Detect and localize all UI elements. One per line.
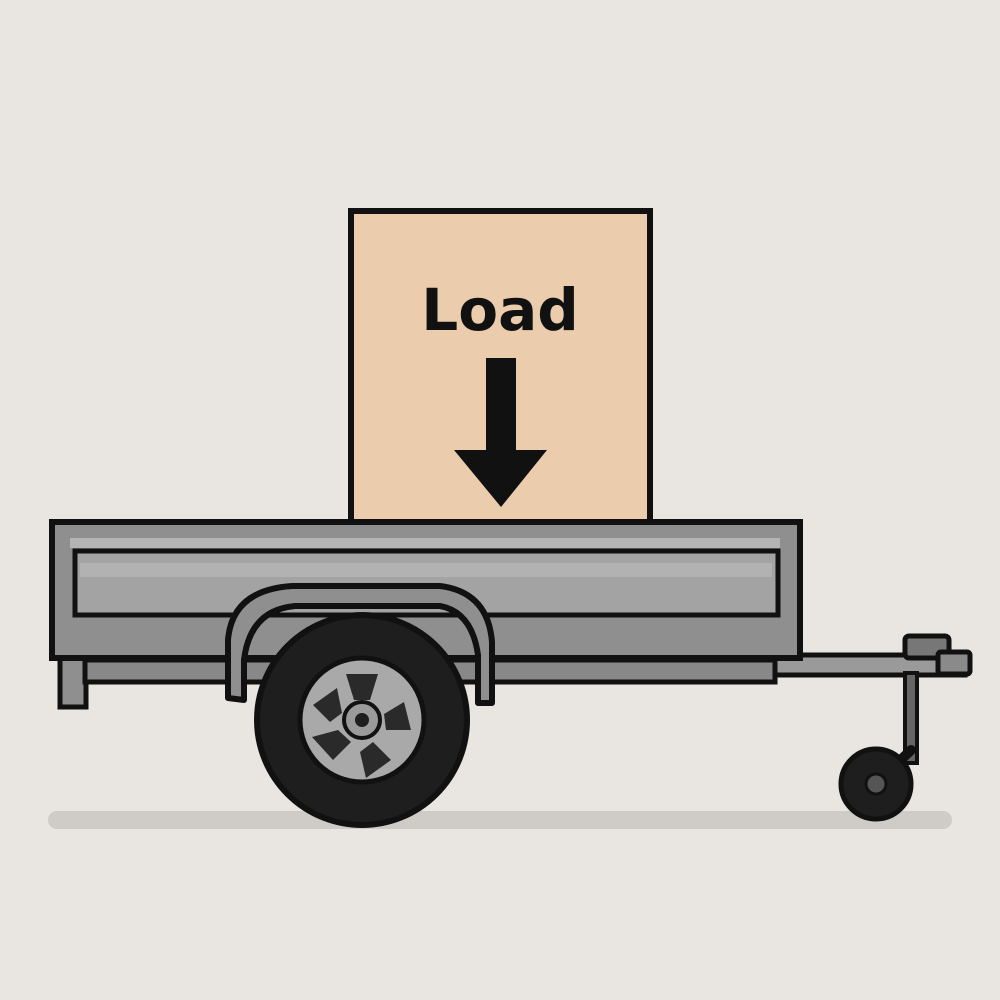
ground-shadow [48, 811, 952, 829]
wheel-spoke-holes [312, 674, 411, 778]
jockey-wheel-icon [838, 671, 919, 822]
wheel-fender [225, 583, 495, 706]
down-arrow-icon [454, 358, 547, 507]
load-label: Load [421, 276, 578, 344]
rear-support-leg [57, 652, 89, 710]
wheel-icon [254, 612, 470, 828]
cargo-box: Load [348, 208, 653, 526]
